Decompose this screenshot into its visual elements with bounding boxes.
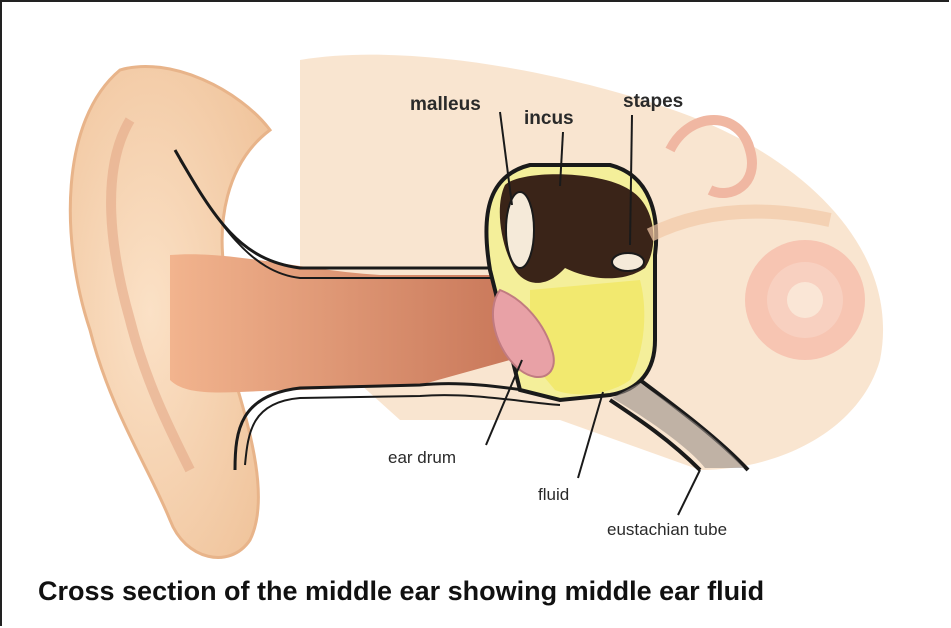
figure-caption: Cross section of the middle ear showing … [38,576,764,607]
label-eustachian-tube: eustachian tube [607,520,727,539]
stapes-bone [612,253,644,271]
cochlea-core [787,282,823,318]
label-fluid: fluid [538,485,569,504]
malleus-bone [506,192,534,268]
label-incus: incus [524,108,574,129]
label-stapes: stapes [623,91,683,112]
label-malleus: malleus [410,94,481,115]
label-ear-drum: ear drum [388,448,456,467]
eustachian-tube-leader [678,470,700,515]
